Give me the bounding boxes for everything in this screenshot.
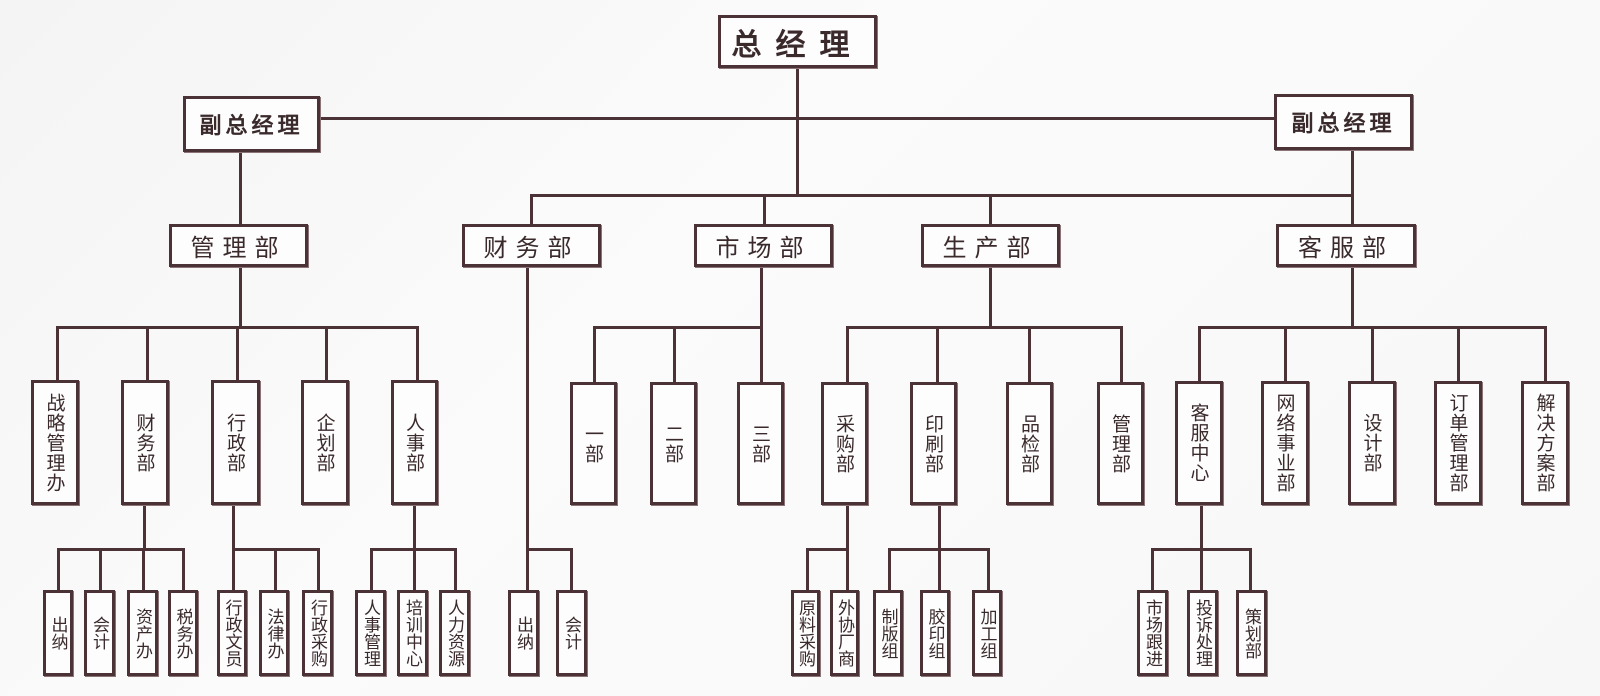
connector	[57, 548, 185, 551]
connector	[1371, 326, 1374, 382]
connector	[987, 548, 990, 590]
team-admin-purchasing: 行政采购	[302, 590, 333, 676]
connector	[1198, 326, 1201, 382]
unit-market-2: 二部	[650, 382, 697, 505]
unit-service-center: 客服中心	[1175, 381, 1223, 505]
dept-marketing: 市场部	[694, 224, 833, 267]
team-complaint-handling: 投诉处理	[1187, 590, 1218, 676]
connector	[1351, 150, 1354, 268]
team-subcontractors: 外协厂商	[830, 590, 859, 676]
connector	[1457, 326, 1460, 382]
connector	[673, 326, 676, 382]
team-accounting: 会计	[84, 590, 115, 676]
connector	[526, 548, 573, 551]
connector	[325, 326, 328, 380]
connector	[239, 266, 242, 328]
connector	[182, 548, 185, 590]
connector	[570, 548, 573, 590]
connector	[593, 326, 596, 382]
unit-design: 设计部	[1348, 381, 1396, 505]
dept-finance: 财务部	[462, 224, 601, 267]
dept-production: 生产部	[921, 224, 1060, 267]
connector	[846, 326, 849, 382]
team-platemaking: 制版组	[873, 590, 903, 676]
unit-order-mgmt: 订单管理部	[1434, 381, 1482, 505]
team-personnel-mgmt: 人事管理	[355, 590, 386, 676]
connector	[370, 548, 457, 551]
team-assets-office: 资产办	[127, 590, 158, 676]
connector	[760, 266, 763, 382]
team-cashier: 出纳	[43, 590, 73, 676]
connector	[763, 194, 766, 224]
team-training-center: 培训中心	[397, 590, 428, 676]
connector	[1351, 266, 1354, 328]
team-market-follow-up: 市场跟进	[1137, 590, 1168, 676]
connector	[989, 266, 992, 328]
team-offset-printing: 胶印组	[920, 590, 950, 676]
connector	[796, 66, 799, 196]
connector	[530, 194, 1354, 197]
unit-market-1: 一部	[570, 382, 617, 505]
connector	[56, 326, 59, 380]
connector	[274, 548, 277, 590]
connector	[888, 548, 990, 551]
connector	[1151, 548, 1154, 590]
team-legal-office: 法律办	[259, 590, 289, 676]
connector	[317, 548, 320, 590]
dept-customer-service: 客服部	[1276, 224, 1416, 267]
unit-planning: 企划部	[301, 380, 349, 505]
unit-strategy-office: 战略管理办	[31, 380, 79, 505]
connector	[1284, 326, 1287, 382]
unit-market-3: 三部	[737, 382, 784, 505]
connector	[806, 548, 849, 551]
unit-finance: 财务部	[121, 380, 169, 505]
connector	[1120, 326, 1123, 382]
connector	[143, 504, 146, 550]
connector	[806, 548, 809, 590]
connector	[370, 548, 373, 590]
connector	[1249, 548, 1252, 590]
connector	[57, 548, 60, 590]
unit-quality: 品检部	[1006, 382, 1053, 505]
connector	[239, 150, 242, 224]
unit-admin: 行政部	[211, 380, 260, 505]
team-admin-clerk: 行政文员	[217, 590, 247, 676]
connector	[1544, 326, 1547, 382]
connector	[530, 194, 533, 224]
connector	[936, 326, 939, 382]
unit-online-business: 网络事业部	[1261, 381, 1309, 505]
team-processing: 加工组	[972, 590, 1002, 676]
vp-left-box: 副总经理	[183, 96, 320, 152]
connector	[416, 326, 419, 380]
connector	[99, 548, 102, 590]
connector	[318, 117, 1276, 120]
connector	[236, 326, 239, 380]
connector	[1028, 326, 1031, 382]
connector	[593, 326, 763, 329]
team-planning: 策划部	[1236, 590, 1267, 676]
unit-purchasing: 采购部	[821, 382, 868, 505]
connector	[454, 548, 457, 590]
vp-right-box: 副总经理	[1274, 94, 1413, 150]
team-finance-cashier: 出纳	[508, 590, 539, 676]
unit-hr: 人事部	[391, 380, 438, 505]
connector	[989, 194, 992, 224]
connector	[888, 548, 891, 590]
connector	[146, 326, 149, 380]
ceo-box: 总经理	[718, 15, 877, 68]
team-tax-office: 税务办	[168, 590, 198, 676]
unit-production-mgmt: 管理部	[1097, 382, 1144, 505]
team-raw-material-purchasing: 原料采购	[791, 590, 820, 676]
team-finance-accounting: 会计	[556, 590, 587, 676]
connector	[526, 266, 529, 592]
connector	[1151, 548, 1252, 551]
team-human-resources: 人力资源	[439, 590, 470, 676]
unit-printing: 印刷部	[910, 382, 957, 505]
dept-management: 管理部	[169, 224, 308, 267]
unit-solutions: 解决方案部	[1521, 381, 1569, 505]
connector	[846, 326, 1123, 329]
connector	[142, 548, 145, 590]
